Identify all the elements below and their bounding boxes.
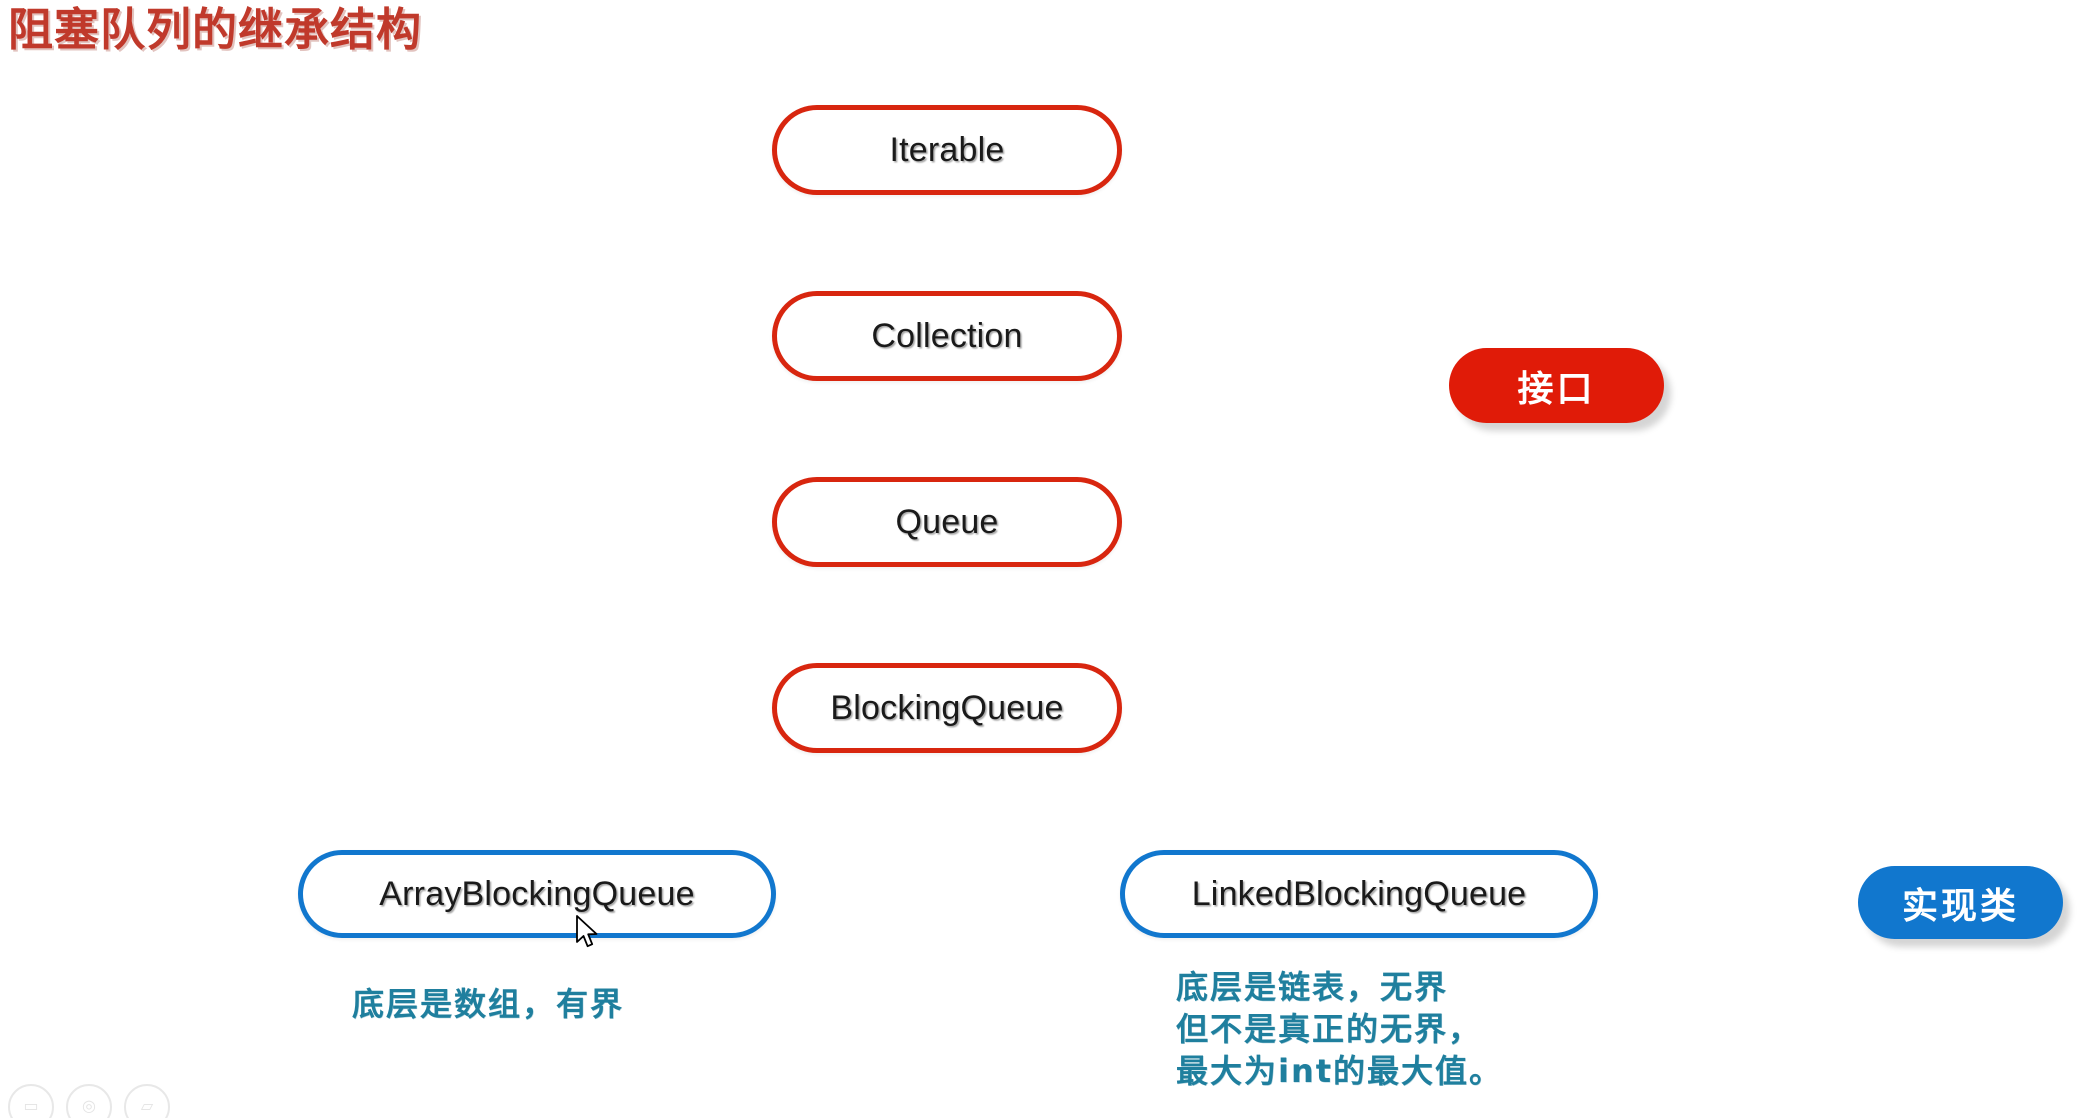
annotation-line-2: 但不是真正的无界， <box>1176 1010 1483 1049</box>
legend-implementation-label: 实现类 <box>1901 884 2019 926</box>
settings-gear-icon[interactable]: ◎ <box>66 1084 112 1118</box>
node-label: LinkedBlockingQueue <box>1191 874 1527 913</box>
node-iterable[interactable]: Iterable <box>772 105 1122 195</box>
node-label: Collection <box>871 316 1023 355</box>
video-player-controls[interactable]: ▭ ◎ ▱ <box>0 1084 170 1118</box>
subtitles-icon[interactable]: ▭ <box>8 1084 54 1118</box>
node-label: ArrayBlockingQueue <box>379 874 695 913</box>
node-label: BlockingQueue <box>830 688 1064 727</box>
node-linkedblockingqueue[interactable]: LinkedBlockingQueue <box>1120 850 1598 938</box>
fullscreen-icon[interactable]: ▱ <box>124 1084 170 1118</box>
legend-interface-label: 接口 <box>1517 367 1596 409</box>
node-queue[interactable]: Queue <box>772 477 1122 567</box>
annotation-arrayblockingqueue: 底层是数组，有界 <box>352 985 625 1023</box>
node-label: Iterable <box>889 130 1005 169</box>
legend-interface-pill[interactable]: 接口 <box>1449 348 1664 423</box>
page-title: 阻塞队列的继承结构 <box>8 4 423 55</box>
annotation-line-1: 底层是链表，无界 <box>1176 968 1449 1006</box>
subtitles-glyph: ▭ <box>23 1098 39 1115</box>
settings-glyph: ◎ <box>82 1098 96 1115</box>
annotation-line-3: 最大为int的最大值。 <box>1176 1052 1504 1091</box>
node-arrayblockingqueue[interactable]: ArrayBlockingQueue <box>298 850 776 938</box>
legend-implementation-pill[interactable]: 实现类 <box>1858 866 2063 939</box>
node-label: Queue <box>895 502 999 541</box>
node-collection[interactable]: Collection <box>772 291 1122 381</box>
annotation-linkedblockingqueue: 底层是链表，无界 但不是真正的无界， 最大为int的最大值。 <box>1176 966 1503 1093</box>
node-blockingqueue[interactable]: BlockingQueue <box>772 663 1122 753</box>
fullscreen-glyph: ▱ <box>140 1098 154 1115</box>
